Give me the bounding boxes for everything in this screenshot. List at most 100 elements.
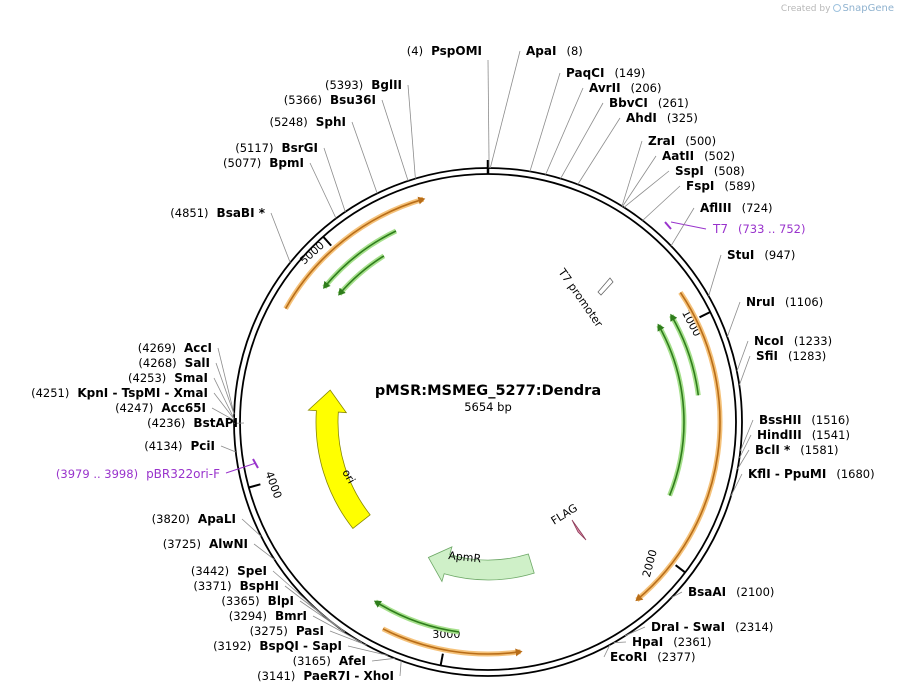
site-label: (3275)PasI	[250, 624, 324, 638]
site-label: (4253) SmaI	[128, 371, 208, 385]
site-position: (5077)	[223, 156, 261, 170]
ori-feature	[307, 389, 371, 530]
site-position: (149)	[614, 66, 645, 80]
site-name: HpaI	[632, 635, 663, 649]
site-position: (3442)	[191, 564, 229, 578]
site-leader	[215, 362, 235, 415]
tick-label-2000: 2000	[640, 548, 660, 578]
site-label: ZraI(500)	[648, 134, 716, 148]
site-leader	[670, 207, 695, 247]
site-name: SmaI	[174, 371, 208, 385]
site-name: KpnI - TspMI - XmaI	[77, 386, 208, 400]
site-leader	[371, 657, 395, 662]
site-name: PciI	[191, 439, 216, 453]
site-position: (947)	[764, 248, 795, 262]
primer-t7-mark	[664, 221, 672, 230]
feature-label-ori: ori	[339, 467, 357, 486]
site-position: (4247)	[115, 401, 153, 415]
plasmid-size: 5654 bp	[464, 400, 512, 414]
site-leader	[621, 140, 643, 207]
site-leader	[613, 641, 627, 644]
site-label: (4236)BstAPI	[147, 416, 238, 430]
site-position: (1106)	[785, 295, 823, 309]
site-position: (3165)	[293, 654, 331, 668]
green-arc-bottom-band	[374, 599, 460, 635]
credit-brand: SnapGene	[842, 3, 894, 14]
site-label: BclI *(1581)	[755, 443, 839, 457]
site-name: Bsu36I	[330, 93, 376, 107]
t7-promoter-feature	[597, 277, 614, 296]
site-position: (206)	[631, 81, 662, 95]
site-name: SfiI	[756, 349, 778, 363]
site-label: (3192)BspQI - SapI	[213, 639, 342, 653]
site-position: (3275)	[250, 624, 288, 638]
site-leader	[241, 518, 262, 537]
plasmid-name: pMSR:MSMEG_5277:Dendra	[375, 383, 601, 399]
site-label: NruI (1106)	[746, 295, 823, 309]
site-leader	[211, 407, 235, 421]
site-position: (500)	[685, 134, 716, 148]
site-position: (4851)	[170, 206, 208, 220]
site-label: ApaI(8)	[526, 44, 583, 58]
site-leader	[489, 50, 521, 169]
site-position: (502)	[704, 149, 735, 163]
site-position: (5393)	[325, 78, 363, 92]
tick-label-4000: 4000	[262, 470, 284, 501]
green-arc-top-inner	[338, 255, 385, 296]
green-arc-top-outer-band	[322, 228, 398, 289]
site-position: (4)	[407, 44, 423, 58]
site-label: HpaI(2361)	[632, 635, 711, 649]
site-label: (3294)BmrI	[229, 609, 307, 623]
orange-arc-right	[635, 291, 721, 602]
site-position: (1581)	[800, 443, 838, 457]
site-leader	[284, 585, 344, 632]
site-position: (1283)	[788, 349, 826, 363]
site-leader	[253, 543, 275, 561]
site-label: (5393)BglII	[325, 78, 402, 92]
site-label: (4134) PciI	[144, 439, 215, 453]
site-label: DraI - SwaI(2314)	[651, 620, 773, 634]
site-position: (2377)	[657, 650, 695, 664]
site-name: BstAPI	[193, 416, 238, 430]
primer-t7-name: T7	[712, 222, 728, 236]
site-position: (4134)	[144, 439, 182, 453]
tick-1000	[699, 311, 711, 319]
site-name: BlpI	[268, 594, 294, 608]
site-position: (1233)	[794, 334, 832, 348]
site-position: (508)	[714, 164, 745, 178]
site-label: (4251)KpnI - TspMI - XmaI	[31, 386, 208, 400]
tick-4000	[248, 483, 261, 489]
site-label: FspI(589)	[686, 179, 755, 193]
green-arc-bottom	[373, 600, 460, 633]
site-leader	[708, 254, 722, 297]
site-name: SphI	[316, 115, 346, 129]
site-name: AccI	[184, 341, 212, 355]
site-name: SalI	[185, 356, 210, 370]
green-arc-right-outer	[670, 313, 700, 396]
site-name: BspQI - SapI	[259, 639, 342, 653]
site-position: (1541)	[812, 428, 850, 442]
site-name: EcoRI	[610, 650, 647, 664]
site-label: AhdI(325)	[626, 111, 698, 125]
site-leader	[312, 615, 363, 643]
site-label: StuI(947)	[727, 248, 795, 262]
site-leader	[624, 626, 646, 637]
features-layer	[283, 196, 723, 657]
site-leader	[213, 377, 235, 419]
site-leader	[270, 212, 291, 263]
site-label: (4851) BsaBI *	[170, 206, 265, 220]
site-name: BsaBI *	[217, 206, 266, 220]
tick-2000	[675, 564, 686, 574]
site-label: (3141)PaeR7I - XhoI	[257, 669, 394, 683]
tick-3000	[439, 653, 444, 666]
site-leader	[736, 340, 749, 372]
site-position: (4253)	[128, 371, 166, 385]
site-leader	[347, 645, 388, 656]
site-name: Acc65I	[161, 401, 206, 415]
site-position: (5248)	[270, 115, 308, 129]
site-position: (4269)	[138, 341, 176, 355]
site-leader	[739, 434, 752, 459]
site-position: (3725)	[163, 537, 201, 551]
snapgene-logo-icon	[833, 4, 842, 12]
site-name: NruI	[746, 295, 775, 309]
